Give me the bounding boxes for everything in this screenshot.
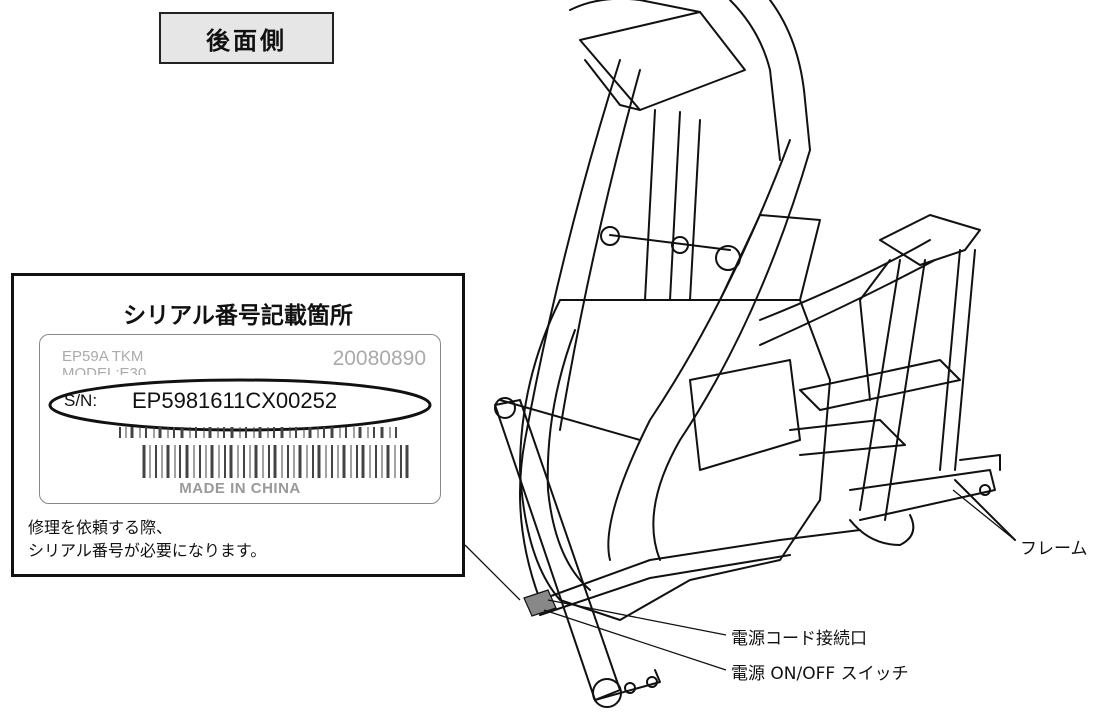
serial-location-title: シリアル番号記載箇所 xyxy=(123,303,353,329)
repair-note-line-1: 修理を依頼する際、 xyxy=(28,518,173,537)
serial-number-plate: EP59A TKM 20080890 MODEL:E30 S/N: EP5981… xyxy=(39,334,441,504)
serial-number-value: EP5981611CX00252 xyxy=(132,388,338,413)
barcode-graphic xyxy=(48,378,432,478)
made-in-label: MADE IN CHINA xyxy=(179,480,301,497)
plate-model-code: EP59A TKM xyxy=(62,348,144,365)
repair-note: 修理を依頼する際、 シリアル番号が必要になります。 xyxy=(28,516,266,562)
rear-side-label: 後面側 xyxy=(159,12,334,64)
plate-date-code: 20080890 xyxy=(332,347,426,370)
serial-number-label: S/N: xyxy=(64,391,98,410)
frame-callout: フレーム xyxy=(1020,539,1088,559)
repair-note-line-2: シリアル番号が必要になります。 xyxy=(28,541,267,560)
serial-number-callout-box: シリアル番号記載箇所 xyxy=(11,273,465,577)
plate-model-line: MODEL:E30 xyxy=(62,365,147,375)
power-switch-callout: 電源 ON/OFF スイッチ xyxy=(731,664,909,684)
power-cord-port-callout: 電源コード接続口 xyxy=(731,629,867,649)
